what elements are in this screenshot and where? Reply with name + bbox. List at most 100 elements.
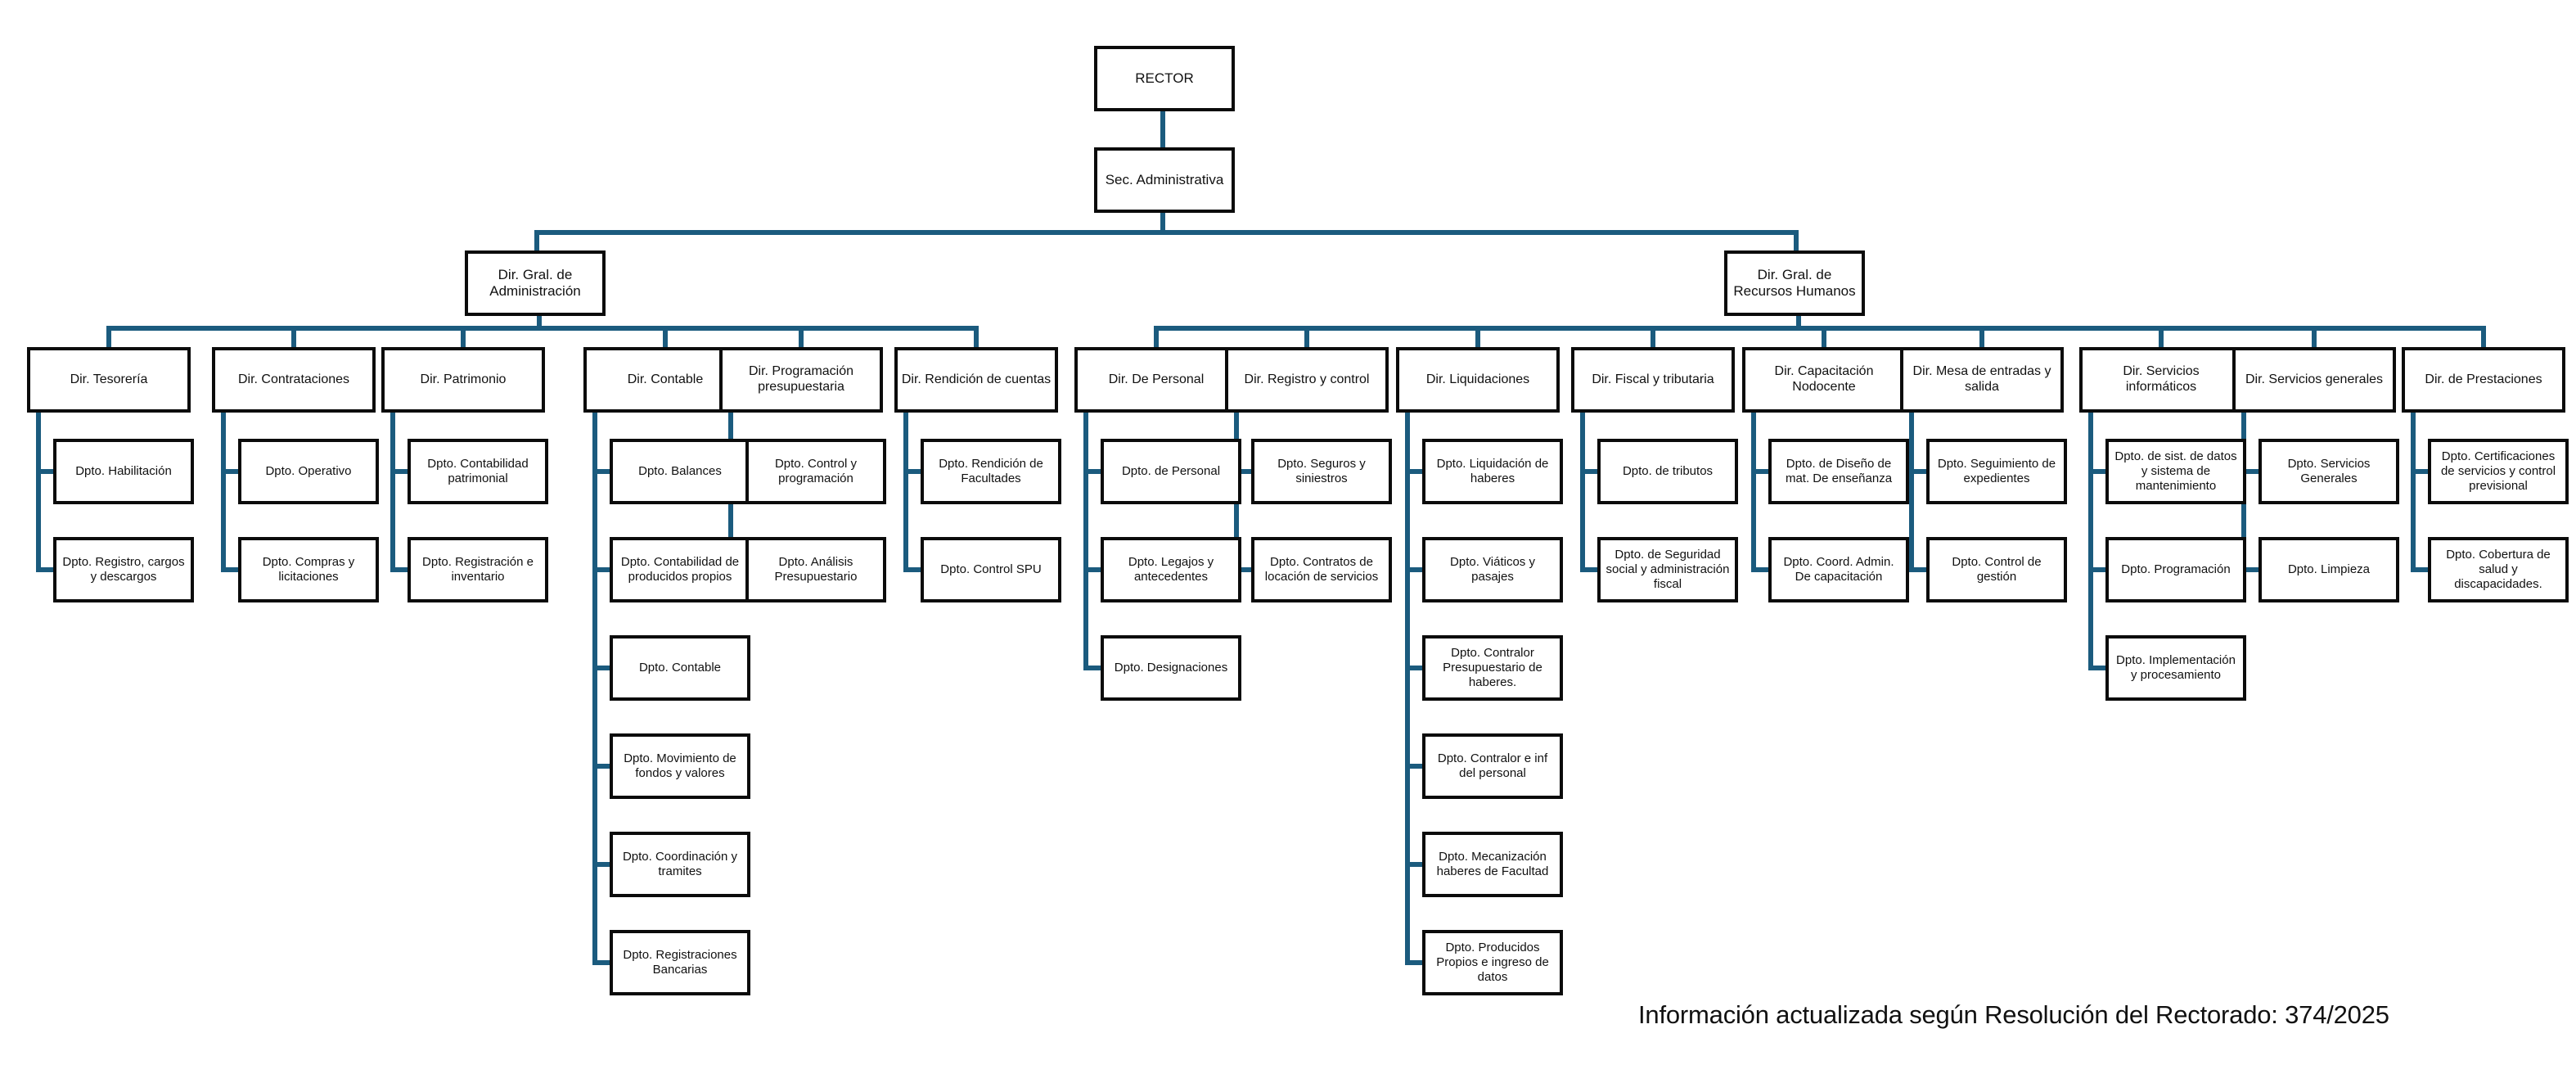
node-dpto-designaciones[interactable]: Dpto. Designaciones xyxy=(1101,635,1241,701)
node-dir-contrataciones-label: Dir. Contrataciones xyxy=(237,372,350,386)
node-dpto-seguimiento-de-expedientes-label: Dpto. Seguimiento de expedientes xyxy=(1937,457,2056,485)
node-dpto-servicios-generales[interactable]: Dpto. Servicios Generales xyxy=(2259,439,2399,504)
node-dir-registro-y-control-label: Dir. Registro y control xyxy=(1244,372,1370,386)
node-dpto-rendicion-de-facultades-label: Dpto. Rendición de Facultades xyxy=(939,457,1043,485)
node-dpto-registraciones-bancarias[interactable]: Dpto. Registraciones Bancarias xyxy=(610,930,750,995)
node-dir-gral-recursos-humanos[interactable]: Dir. Gral. de Recursos Humanos xyxy=(1724,250,1865,316)
connector-dir-contable-elbow-3 xyxy=(592,666,610,670)
node-dpto-seguimiento-de-expedientes[interactable]: Dpto. Seguimiento de expedientes xyxy=(1926,439,2067,504)
node-dpto-contralor-presupuestario-de-haberes-label: Dpto. Contralor Presupuestario de habere… xyxy=(1443,646,1542,689)
node-dpto-seguros-y-siniestros[interactable]: Dpto. Seguros y siniestros xyxy=(1251,439,1392,504)
node-dpto-control-de-gestion[interactable]: Dpto. Control de gestión xyxy=(1926,537,2067,602)
node-dpto-coordinacion-y-tramites[interactable]: Dpto. Coordinación y tramites xyxy=(610,832,750,897)
node-dpto-de-diseno-de-mat-de-ensenanza[interactable]: Dpto. de Diseño de mat. De enseñanza xyxy=(1768,439,1909,504)
node-dpto-de-seguridad-social-y-administracion-fisc[interactable]: Dpto. de Seguridad social y administraci… xyxy=(1597,537,1738,602)
node-dpto-rendicion-de-facultades[interactable]: Dpto. Rendición de Facultades xyxy=(921,439,1061,504)
node-dpto-contralor-presupuestario-de-haberes[interactable]: Dpto. Contralor Presupuestario de habere… xyxy=(1422,635,1563,701)
connector-administracion-bus xyxy=(106,326,979,331)
node-dir-gral-administracion[interactable]: Dir. Gral. de Administración xyxy=(465,250,606,316)
node-dir-de-personal[interactable]: Dir. De Personal xyxy=(1074,347,1238,413)
node-dpto-de-sist-de-datos-y-sistema-de-mantenimien[interactable]: Dpto. de sist. de datos y sistema de man… xyxy=(2105,439,2246,504)
node-dir-servicios-generales[interactable]: Dir. Servicios generales xyxy=(2232,347,2396,413)
node-dpto-habilitacion[interactable]: Dpto. Habilitación xyxy=(53,439,194,504)
node-dpto-control-spu[interactable]: Dpto. Control SPU xyxy=(921,537,1061,602)
node-dpto-control-y-programacion[interactable]: Dpto. Control y programación xyxy=(745,439,886,504)
connector-bus-to-dir-programacion-presupuestaria xyxy=(799,326,804,347)
connector-dir-mesa-de-entradas-y-salida-spine xyxy=(1909,413,1914,572)
node-dpto-programacion-label: Dpto. Programación xyxy=(2121,562,2231,577)
node-dpto-legajos-y-antecedentes[interactable]: Dpto. Legajos y antecedentes xyxy=(1101,537,1241,602)
node-dir-capacitacion-nodocente[interactable]: Dir. Capacitación Nodocente xyxy=(1742,347,1906,413)
node-dpto-registro-cargos-y-descargos[interactable]: Dpto. Registro, cargos y descargos xyxy=(53,537,194,602)
node-dpto-limpieza[interactable]: Dpto. Limpieza xyxy=(2259,537,2399,602)
node-dpto-certificaciones-de-servicios-y-control-pr[interactable]: Dpto. Certificaciones de servicios y con… xyxy=(2428,439,2569,504)
node-dpto-compras-y-licitaciones[interactable]: Dpto. Compras y licitaciones xyxy=(238,537,379,602)
node-dpto-movimiento-de-fondos-y-valores[interactable]: Dpto. Movimiento de fondos y valores xyxy=(610,733,750,799)
node-dpto-viaticos-y-pasajes[interactable]: Dpto. Viáticos y pasajes xyxy=(1422,537,1563,602)
connector-dir-tesoreria-elbow-1 xyxy=(36,469,53,474)
node-dir-programacion-presupuestaria[interactable]: Dir. Programación presupuestaria xyxy=(719,347,883,413)
connector-dir-liquidaciones-elbow-3 xyxy=(1405,666,1422,670)
node-dpto-programacion[interactable]: Dpto. Programación xyxy=(2105,537,2246,602)
connector-dir-servicios-informaticos-spine xyxy=(2088,413,2093,670)
node-dir-patrimonio-label: Dir. Patrimonio xyxy=(420,372,507,386)
node-dpto-de-seguridad-social-y-administracion-fisc-label: Dpto. de Seguridad social y administraci… xyxy=(1605,548,1730,591)
node-dpto-analisis-presupuestario-label: Dpto. Análisis Presupuestario xyxy=(774,555,858,584)
connector-dir-servicios-informaticos-elbow-2 xyxy=(2088,567,2105,572)
connector-dir-contable-elbow-1 xyxy=(592,469,610,474)
connector-secretaria-drop xyxy=(1160,213,1165,232)
node-dpto-contable[interactable]: Dpto. Contable xyxy=(610,635,750,701)
node-dpto-registracion-e-inventario[interactable]: Dpto. Registración e inventario xyxy=(408,537,548,602)
node-rector[interactable]: RECTOR xyxy=(1094,46,1235,111)
node-dpto-contabilidad-patrimonial[interactable]: Dpto. Contabilidad patrimonial xyxy=(408,439,548,504)
node-dir-servicios-informaticos[interactable]: Dir. Servicios informáticos xyxy=(2079,347,2243,413)
node-dpto-de-personal[interactable]: Dpto. de Personal xyxy=(1101,439,1241,504)
node-dpto-producidos-propios-e-ingreso-de-datos[interactable]: Dpto. Producidos Propios e ingreso de da… xyxy=(1422,930,1563,995)
node-dpto-coord-admin-de-capacitacion-label: Dpto. Coord. Admin. De capacitación xyxy=(1783,555,1894,584)
node-dpto-implementacion-y-procesamiento[interactable]: Dpto. Implementación y procesamiento xyxy=(2105,635,2246,701)
node-dpto-servicios-generales-label: Dpto. Servicios Generales xyxy=(2287,457,2371,485)
connector-dir-tesoreria-spine xyxy=(36,413,41,572)
node-dpto-contralor-e-inf-del-personal[interactable]: Dpto. Contralor e inf del personal xyxy=(1422,733,1563,799)
node-dpto-coord-admin-de-capacitacion[interactable]: Dpto. Coord. Admin. De capacitación xyxy=(1768,537,1909,602)
node-dpto-designaciones-label: Dpto. Designaciones xyxy=(1114,661,1228,675)
node-dpto-liquidacion-de-haberes[interactable]: Dpto. Liquidación de haberes xyxy=(1422,439,1563,504)
connector-dir-mesa-de-entradas-y-salida-elbow-2 xyxy=(1909,567,1926,572)
connector-bus-to-dir-contable xyxy=(663,326,668,347)
node-dpto-operativo[interactable]: Dpto. Operativo xyxy=(238,439,379,504)
node-dir-fiscal-y-tributaria[interactable]: Dir. Fiscal y tributaria xyxy=(1571,347,1735,413)
connector-bus-to-dir-registro-y-control xyxy=(1304,326,1309,347)
connector-dir-patrimonio-elbow-2 xyxy=(390,567,408,572)
node-dpto-contratos-de-locacion-de-servicios[interactable]: Dpto. Contratos de locación de servicios xyxy=(1251,537,1392,602)
node-dir-registro-y-control[interactable]: Dir. Registro y control xyxy=(1225,347,1389,413)
node-dir-liquidaciones[interactable]: Dir. Liquidaciones xyxy=(1396,347,1560,413)
node-dpto-cobertura-de-salud-y-discapacidades[interactable]: Dpto. Cobertura de salud y discapacidade… xyxy=(2428,537,2569,602)
node-dpto-liquidacion-de-haberes-label: Dpto. Liquidación de haberes xyxy=(1436,457,1549,485)
node-dir-de-prestaciones[interactable]: Dir. de Prestaciones xyxy=(2402,347,2565,413)
node-dir-tesoreria[interactable]: Dir. Tesorería xyxy=(27,347,191,413)
node-dpto-mecanizacion-haberes-de-facultad[interactable]: Dpto. Mecanización haberes de Facultad xyxy=(1422,832,1563,897)
node-dir-mesa-de-entradas-y-salida[interactable]: Dir. Mesa de entradas y salida xyxy=(1900,347,2064,413)
node-dpto-registro-cargos-y-descargos-label: Dpto. Registro, cargos y descargos xyxy=(62,555,185,584)
connector-dir-patrimonio-spine xyxy=(390,413,395,572)
node-dir-patrimonio[interactable]: Dir. Patrimonio xyxy=(381,347,545,413)
connector-main-bus xyxy=(534,230,1799,235)
node-dir-rendicion-de-cuentas[interactable]: Dir. Rendición de cuentas xyxy=(894,347,1058,413)
node-dpto-limpieza-label: Dpto. Limpieza xyxy=(2287,562,2371,577)
node-secretaria-administrativa[interactable]: Sec. Administrativa xyxy=(1094,147,1235,213)
connector-administracion-drop xyxy=(537,316,542,331)
connector-dir-liquidaciones-elbow-6 xyxy=(1405,960,1422,965)
connector-recursos-humanos-bus xyxy=(1154,326,2486,331)
connector-dir-servicios-informaticos-elbow-3 xyxy=(2088,666,2105,670)
node-dpto-de-tributos[interactable]: Dpto. de tributos xyxy=(1597,439,1738,504)
connector-dir-fiscal-y-tributaria-elbow-1 xyxy=(1580,469,1597,474)
connector-bus-to-dir-servicios-informaticos xyxy=(2159,326,2164,347)
connector-dir-rendicion-de-cuentas-spine xyxy=(903,413,908,572)
node-dir-contrataciones[interactable]: Dir. Contrataciones xyxy=(212,347,376,413)
node-dpto-habilitacion-label: Dpto. Habilitación xyxy=(75,464,172,479)
node-dpto-balances[interactable]: Dpto. Balances xyxy=(610,439,750,504)
node-dpto-contabilidad-de-producidos-propios[interactable]: Dpto. Contabilidad de producidos propios xyxy=(610,537,750,602)
node-dpto-analisis-presupuestario[interactable]: Dpto. Análisis Presupuestario xyxy=(745,537,886,602)
node-dpto-control-spu-label: Dpto. Control SPU xyxy=(940,562,1042,577)
